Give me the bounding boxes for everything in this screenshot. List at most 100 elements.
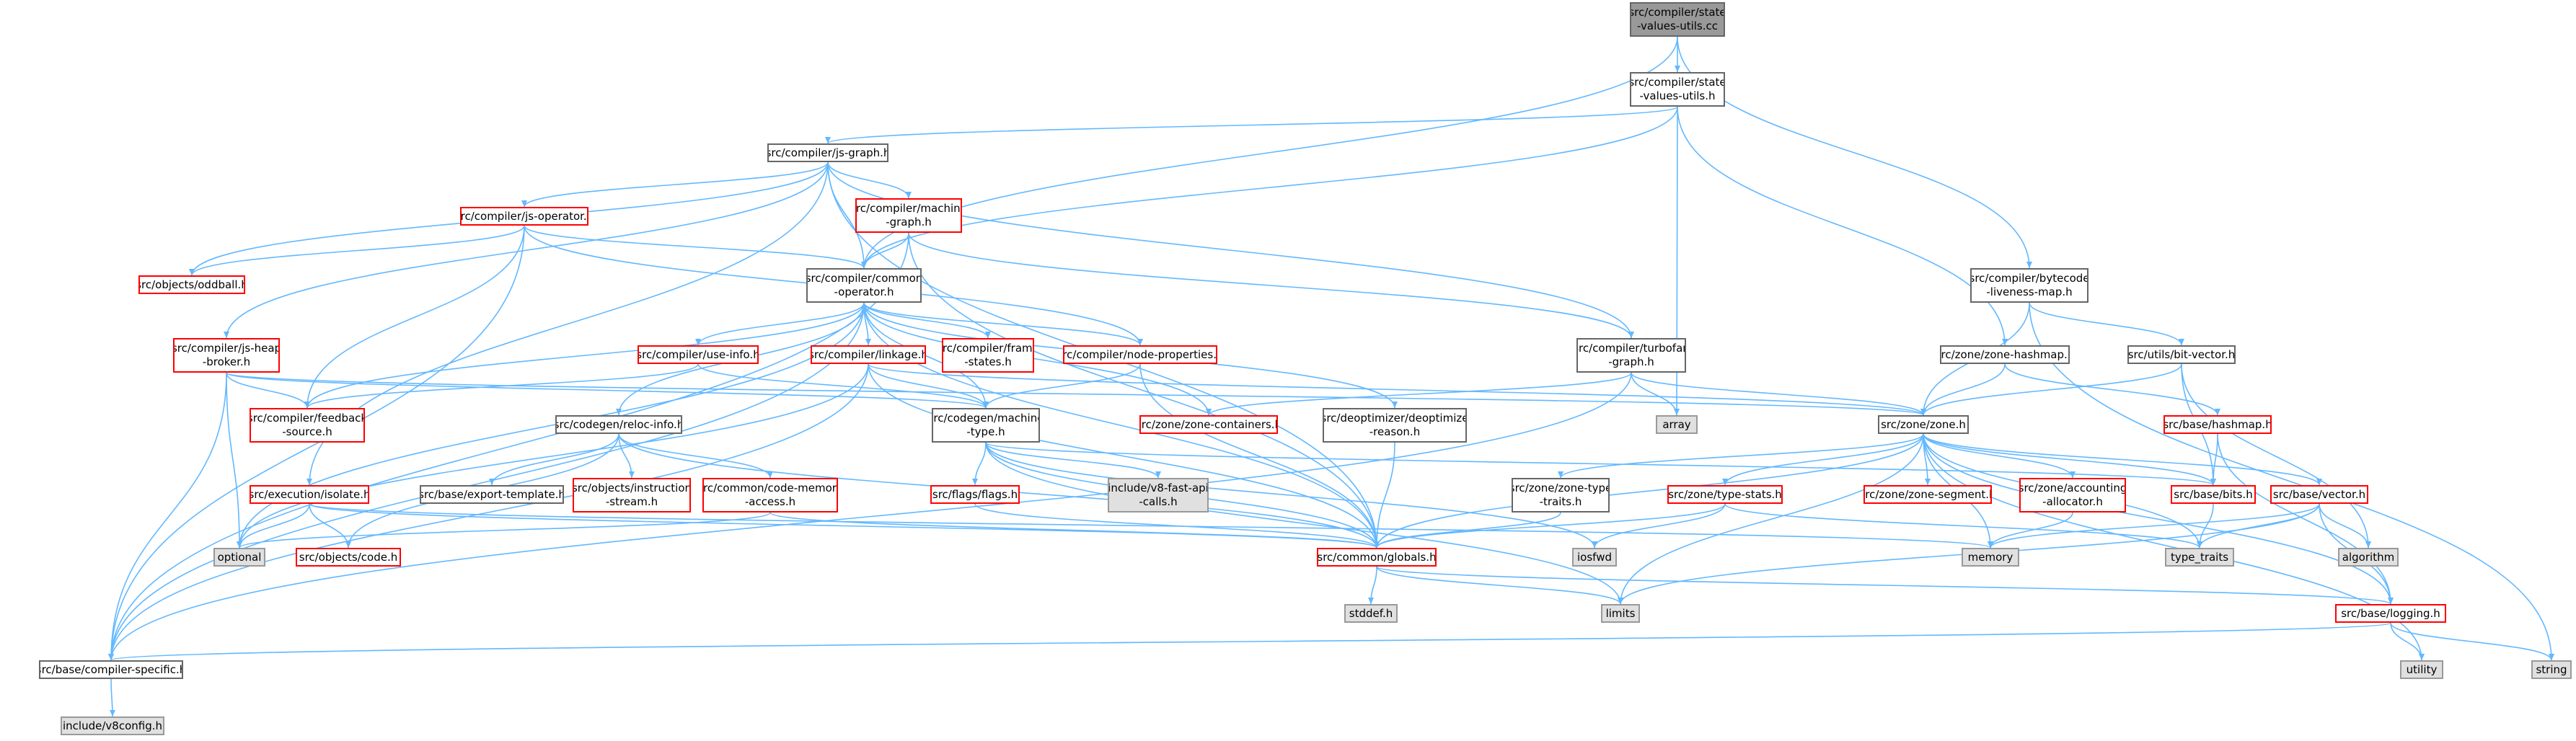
dependency-edge	[489, 433, 619, 486]
node-code-memory-access-h[interactable]: src/common/code-memory -access.h	[702, 478, 838, 513]
dependency-edge	[2181, 363, 2371, 549]
node-state-values-utils-h[interactable]: src/compiler/state -values-utils.h	[1630, 72, 1725, 107]
node-stddef-h[interactable]: stddef.h	[1344, 604, 1398, 623]
dependency-edge	[108, 372, 1632, 661]
node-base-hashmap-h[interactable]: src/base/hashmap.h	[2163, 415, 2272, 434]
node-base-logging-h[interactable]: src/base/logging.h	[2335, 604, 2446, 623]
dependency-edge	[1376, 566, 1623, 605]
dependency-edge	[861, 36, 1678, 269]
node-machine-type-h[interactable]: src/codegen/machine -type.h	[932, 408, 1040, 443]
node-linkage-h[interactable]: src/compiler/linkage.h	[811, 345, 926, 364]
node-compiler-specific-h[interactable]: src/base/compiler-specific.h	[39, 660, 183, 679]
node-oddball-h[interactable]: src/objects/oddball.h	[138, 275, 245, 294]
dependency-edge	[237, 503, 310, 549]
dependency-edge	[1988, 512, 2073, 549]
node-iosfwd[interactable]: iosfwd	[1572, 548, 1617, 567]
node-instruction-stream-h[interactable]: src/objects/instruction -stream.h	[573, 478, 691, 513]
dependency-edge	[2197, 503, 2214, 549]
dependency-edge	[868, 363, 1380, 549]
dependency-edge	[1376, 566, 2394, 605]
dependency-edge	[108, 225, 525, 661]
dependency-edge	[974, 503, 1380, 549]
node-zone-hashmap-h[interactable]: src/zone/zone-hashmap.h	[1940, 345, 2070, 364]
dependency-edge	[825, 106, 1678, 144]
dependency-edge	[309, 503, 1993, 549]
dependency-edge	[2390, 622, 2425, 661]
node-turbofan-graph-h[interactable]: src/compiler/turbofan -graph.h	[1576, 338, 1686, 373]
dependency-edge	[983, 363, 1141, 409]
dependency-edge	[1139, 363, 1380, 549]
dependency-edge	[1631, 372, 1680, 416]
node-js-operator-h[interactable]: src/compiler/js-operator.h	[460, 207, 588, 226]
dependency-edge	[1923, 433, 2322, 486]
node-common-operator-h[interactable]: src/compiler/common -operator.h	[806, 268, 922, 303]
dependency-edge	[697, 363, 989, 409]
node-v8config-h[interactable]: include/v8config.h	[61, 716, 164, 735]
dependency-edge	[237, 363, 869, 549]
dependency-edge	[618, 433, 773, 479]
dependency-edge	[868, 363, 989, 409]
dependency-edge	[863, 302, 991, 339]
node-type-traits[interactable]: type_traits	[2165, 548, 2234, 567]
dependency-edge	[908, 232, 1380, 549]
node-type-stats-h[interactable]: src/zone/type-stats.h	[1667, 485, 1783, 504]
dependency-edge	[1631, 372, 1926, 416]
node-state-values-utils-cc[interactable]: src/compiler/state -values-utils.cc	[1630, 2, 1725, 37]
dependency-edge	[224, 161, 829, 339]
dependency-edge	[1923, 433, 2216, 486]
node-objects-code-h[interactable]: src/objects/code.h	[296, 548, 401, 567]
node-machine-graph-h[interactable]: src/compiler/machine -graph.h	[855, 198, 962, 233]
node-frame-states-h[interactable]: src/compiler/frame -states.h	[942, 338, 1034, 373]
dependency-edge	[861, 232, 909, 269]
node-zone-h[interactable]: src/zone/zone.h	[1878, 415, 1969, 434]
node-memory[interactable]: memory	[1962, 548, 2019, 567]
node-isolate-h[interactable]: src/execution/isolate.h	[250, 485, 369, 504]
node-string[interactable]: string	[2531, 660, 2572, 679]
dependency-edge	[189, 225, 525, 276]
node-limits[interactable]: limits	[1601, 604, 1640, 623]
node-reloc-info-h[interactable]: src/codegen/reloc-info.h	[555, 415, 682, 434]
dependency-edge	[863, 302, 1143, 346]
dependency-edge	[237, 512, 771, 549]
dependency-edge	[304, 302, 865, 409]
node-array[interactable]: array	[1656, 415, 1698, 434]
dependency-edge	[1920, 363, 2006, 416]
node-feedback-source-h[interactable]: src/compiler/feedback -source.h	[250, 408, 365, 443]
node-base-bits-h[interactable]: src/base/bits.h	[2171, 485, 2256, 504]
node-use-info-h[interactable]: src/compiler/use-info.h	[638, 345, 759, 364]
dependency-edge	[868, 363, 1926, 416]
node-flags-h[interactable]: src/flags/flags.h	[930, 485, 1020, 504]
node-bit-vector-h[interactable]: src/utils/bit-vector.h	[2127, 345, 2236, 364]
dependency-edge	[2029, 302, 2554, 661]
node-js-heap-broker-h[interactable]: src/compiler/js-heap -broker.h	[173, 338, 280, 373]
dependency-edge	[769, 512, 1380, 549]
dependency-edge	[863, 302, 1212, 416]
dependency-edge	[1923, 433, 2394, 605]
dependency-edge	[108, 302, 865, 661]
node-optional[interactable]: optional	[213, 548, 265, 567]
node-accounting-allocator-h[interactable]: src/zone/accounting -allocator.h	[2019, 478, 2126, 513]
node-algorithm[interactable]: algorithm	[2338, 548, 2399, 567]
dependency-edge	[1618, 433, 1924, 605]
node-utility[interactable]: utility	[2400, 660, 2443, 679]
dependency-edge	[985, 442, 1623, 605]
node-export-template-h[interactable]: src/base/export-template.h	[420, 485, 564, 504]
dependency-edge	[304, 363, 699, 409]
node-zone-type-traits-h[interactable]: src/zone/zone-type -traits.h	[1512, 478, 1610, 513]
node-common-globals-h[interactable]: src/common/globals.h	[1317, 548, 1437, 567]
node-deoptimize-reason-h[interactable]: src/deoptimizer/deoptimize -reason.h	[1323, 408, 1467, 443]
dependency-edge	[1374, 442, 1395, 549]
node-bytecode-liveness-map-h[interactable]: src/compiler/bytecode -liveness-map.h	[1970, 268, 2088, 303]
dependency-edge	[226, 372, 310, 409]
dependency-edge	[985, 442, 1161, 479]
node-zone-segment-h[interactable]: src/zone/zone-segment.h	[1863, 485, 1992, 504]
node-v8-fast-api-calls-h[interactable]: include/v8-fast-api -calls.h	[1108, 478, 1209, 513]
node-zone-containers-h[interactable]: src/zone/zone-containers.h	[1139, 415, 1278, 434]
dependency-edge	[2210, 433, 2218, 486]
dependency-edge	[226, 372, 989, 409]
dependency-edge	[618, 433, 635, 479]
node-node-properties-h[interactable]: src/compiler/node-properties.h	[1063, 345, 1217, 364]
node-base-vector-h[interactable]: src/base/vector.h	[2270, 485, 2368, 504]
node-js-graph-h[interactable]: src/compiler/js-graph.h	[767, 143, 888, 162]
dependency-edge	[985, 442, 2216, 486]
